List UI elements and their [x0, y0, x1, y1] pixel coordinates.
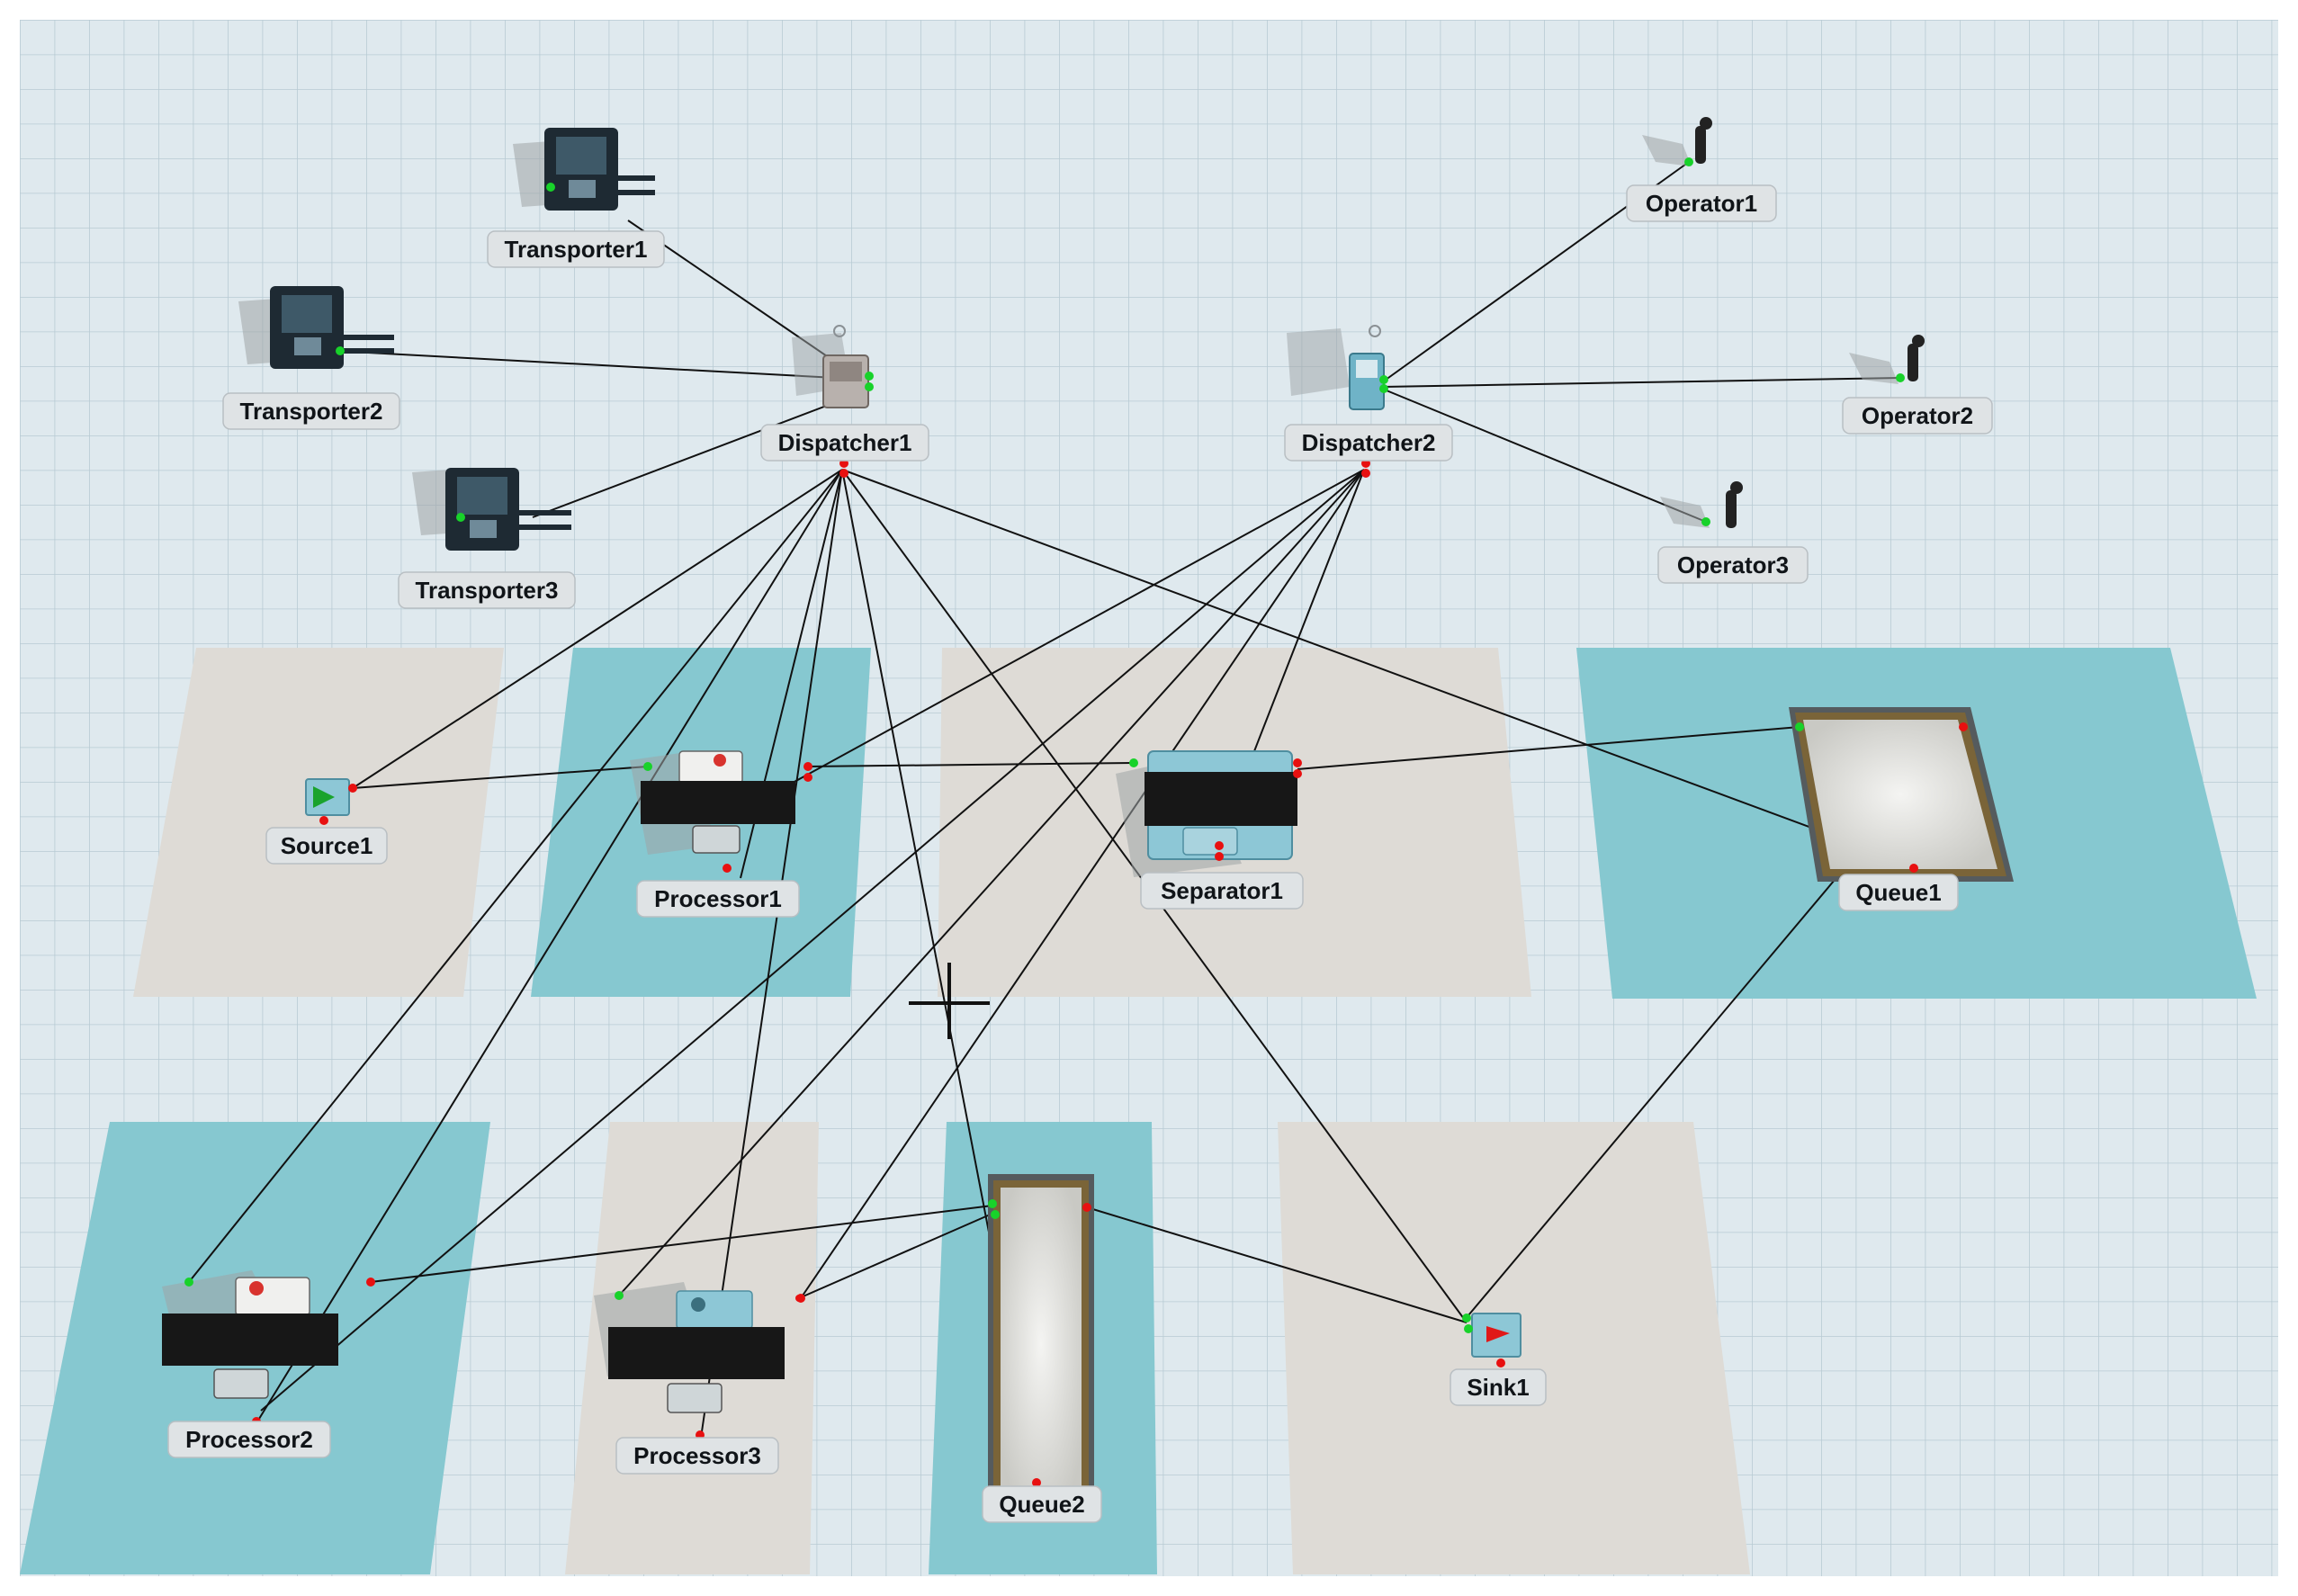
transporter3-label: Transporter3	[416, 577, 559, 604]
operator3[interactable]	[1660, 481, 1743, 528]
operator1-label: Operator1	[1646, 190, 1757, 217]
zone-source	[133, 648, 504, 997]
transporter2-label: Transporter2	[240, 398, 383, 425]
connector	[370, 1205, 993, 1283]
label-processor1: Processor1	[636, 880, 800, 918]
connector	[618, 469, 1365, 1296]
transporter1[interactable]	[513, 128, 655, 211]
connections	[188, 161, 1964, 1481]
dispatcher1-label: Dispatcher1	[778, 429, 912, 456]
label-source1: Source1	[265, 827, 388, 865]
transporter2[interactable]	[238, 286, 394, 369]
label-queue1: Queue1	[1838, 874, 1959, 911]
processor1[interactable]	[630, 750, 812, 873]
connector	[1381, 377, 1901, 388]
processor2-label: Processor2	[185, 1426, 313, 1453]
port-marker	[795, 1295, 803, 1302]
label-dispatcher1: Dispatcher1	[760, 424, 929, 462]
connector	[260, 469, 1365, 1412]
crosshair-cursor-icon	[909, 963, 990, 1039]
connector	[251, 469, 843, 1431]
dispatcher2-label: Dispatcher2	[1302, 429, 1436, 456]
operator3-label: Operator3	[1677, 551, 1789, 578]
label-processor3: Processor3	[615, 1437, 779, 1475]
connector	[1086, 1206, 1468, 1323]
source1[interactable]	[305, 778, 357, 825]
transporter1-label: Transporter1	[505, 236, 648, 263]
processor2[interactable]	[162, 1270, 375, 1437]
labels: Transporter1 Transporter2 Transporter3 D…	[167, 184, 1993, 1523]
operator2-label: Operator2	[1862, 402, 1973, 429]
separator1-label: Separator1	[1161, 877, 1283, 904]
connector	[334, 350, 870, 381]
label-transporter1: Transporter1	[487, 230, 665, 268]
queue1[interactable]	[1789, 707, 2014, 882]
connector	[841, 469, 1915, 866]
processor1-label: Processor1	[654, 885, 782, 912]
label-operator3: Operator3	[1657, 546, 1809, 584]
label-operator1: Operator1	[1626, 184, 1777, 222]
connector	[532, 389, 870, 518]
connector	[1297, 726, 1800, 770]
connector	[1381, 388, 1707, 523]
connector	[188, 469, 843, 1283]
label-separator1: Separator1	[1140, 872, 1304, 910]
operator1[interactable]	[1642, 117, 1712, 166]
label-transporter3: Transporter3	[398, 571, 576, 609]
connector	[726, 469, 1365, 820]
label-processor2: Processor2	[167, 1421, 331, 1458]
dispatcher1[interactable]	[792, 325, 874, 478]
label-transporter2: Transporter2	[222, 392, 400, 430]
connector	[352, 766, 649, 789]
connector	[798, 1212, 995, 1299]
queue1-label: Queue1	[1855, 879, 1941, 906]
connector	[352, 469, 843, 789]
queue2-label: Queue2	[999, 1491, 1084, 1518]
transporter3[interactable]	[412, 468, 571, 551]
separator1[interactable]	[1116, 750, 1302, 877]
label-dispatcher2: Dispatcher2	[1284, 424, 1453, 462]
connector	[807, 762, 1135, 767]
sink1[interactable]	[1462, 1313, 1522, 1367]
queue2[interactable]	[988, 1174, 1094, 1514]
sink1-label: Sink1	[1467, 1374, 1529, 1401]
source1-label: Source1	[281, 832, 373, 859]
port-marker	[367, 1278, 374, 1286]
connector	[699, 469, 843, 1445]
processor3[interactable]	[594, 1282, 805, 1450]
label-queue2: Queue2	[982, 1485, 1102, 1523]
connector	[800, 469, 1365, 1299]
label-operator2: Operator2	[1842, 397, 1993, 435]
operator2[interactable]	[1849, 335, 1925, 384]
label-sink1: Sink1	[1450, 1368, 1547, 1406]
processor3-label: Processor3	[633, 1442, 761, 1469]
